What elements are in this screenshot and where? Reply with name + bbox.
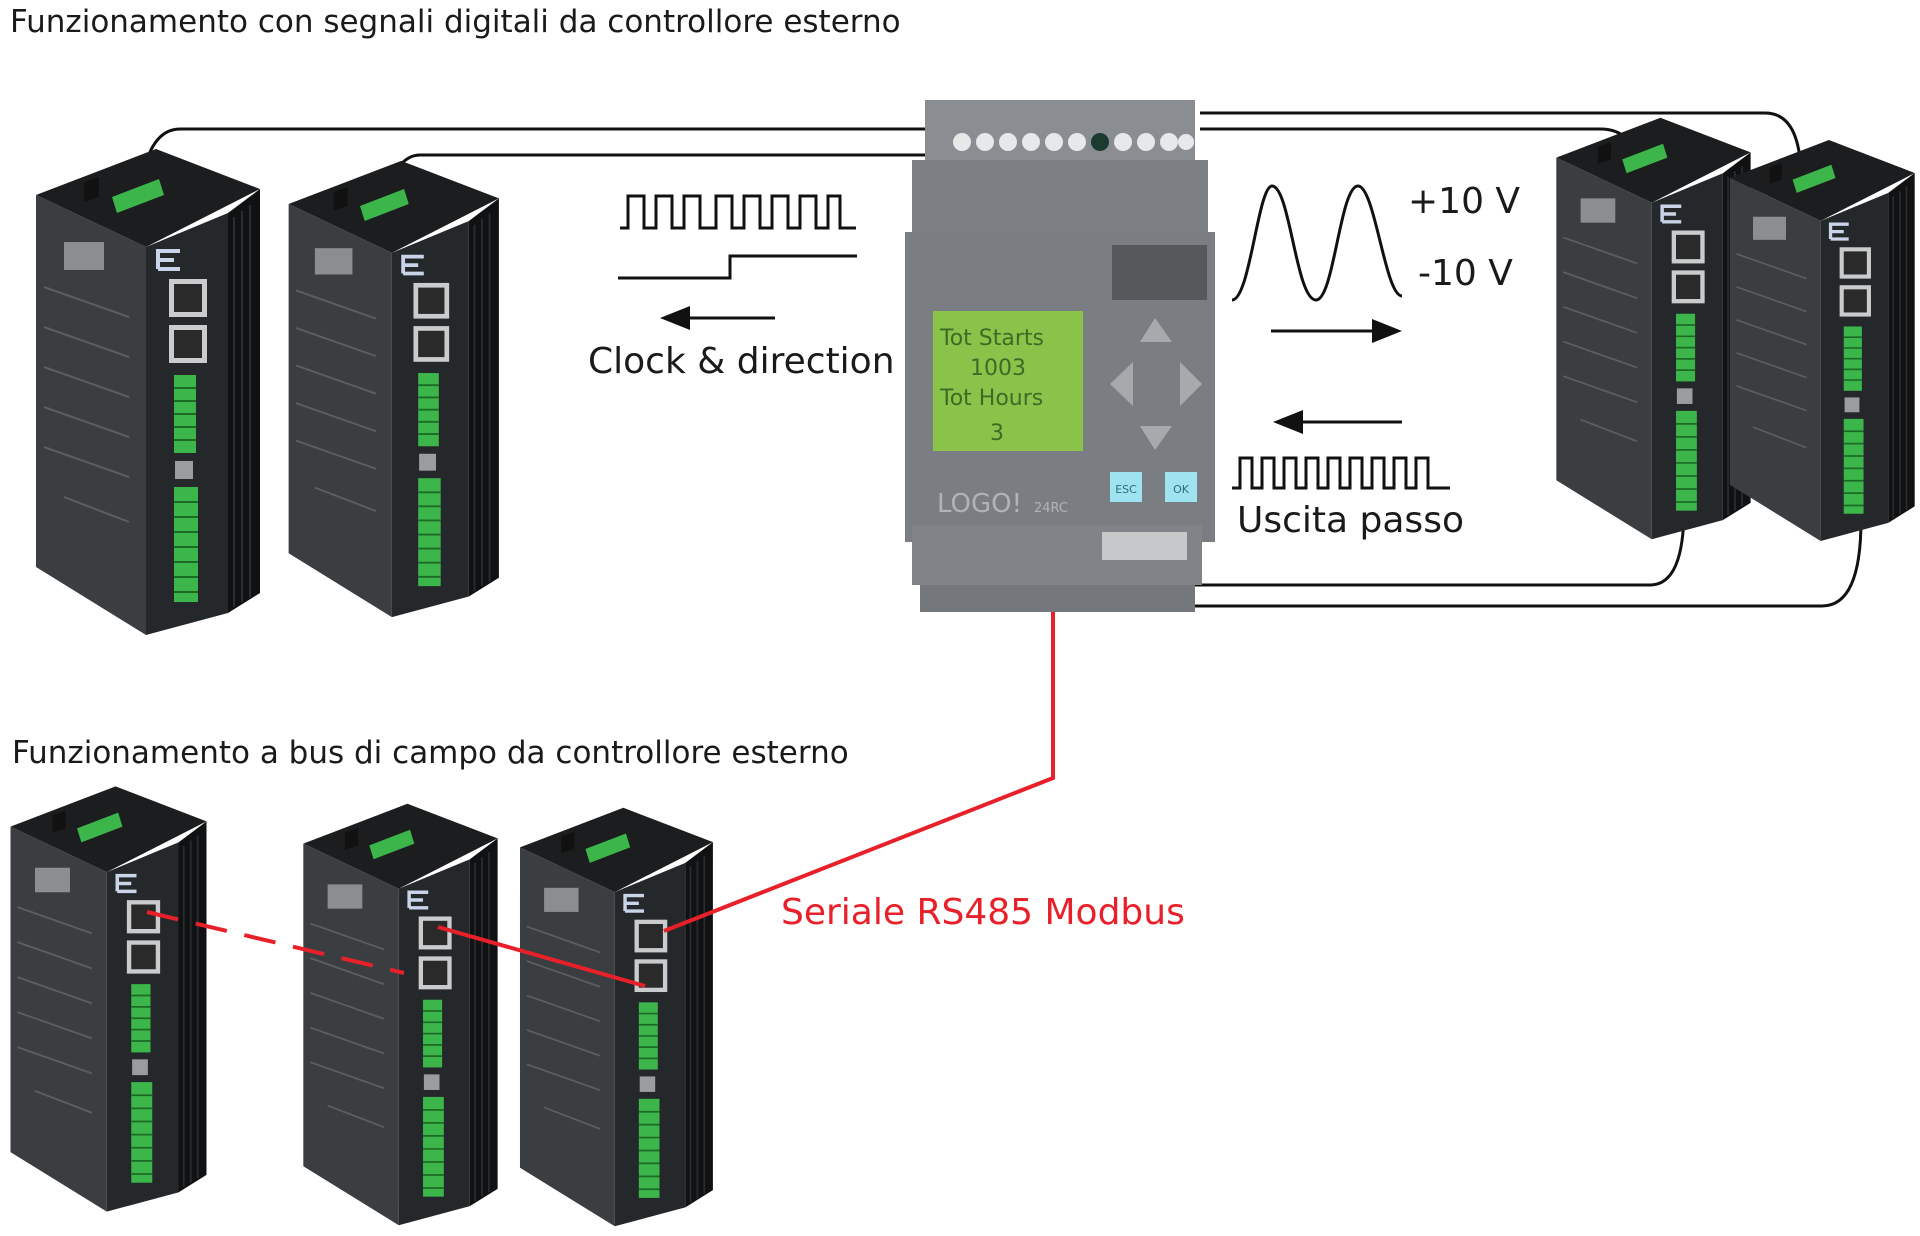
plc-lcd-display <box>933 311 1083 451</box>
arrow-up-key[interactable] <box>1140 318 1172 342</box>
clock-direction-waveform <box>618 194 857 280</box>
drive-unit-4 <box>1728 138 1917 543</box>
arrow-right-analog <box>1271 319 1402 343</box>
arrow-right-key[interactable] <box>1180 362 1202 406</box>
section-title-fieldbus: Funzionamento a bus di campo da controll… <box>12 735 849 771</box>
lcd-line-3: Tot Hours <box>939 386 1043 411</box>
lcd-line-2: 1003 <box>970 356 1026 381</box>
plc-model: 24RC <box>1034 501 1068 516</box>
plc-brand: LOGO! <box>937 489 1022 519</box>
lcd-line-4: 3 <box>990 421 1004 446</box>
plc-controller: Tot Starts 1003 Tot Hours 3 ESC OK LOGO!… <box>905 100 1215 612</box>
drive-unit-2 <box>286 159 501 619</box>
rs485-bus-lines <box>146 612 1055 988</box>
bus-drive-unit-2 <box>301 802 500 1227</box>
drive-unit-1 <box>34 147 262 637</box>
clock-direction-label: Clock & direction <box>588 341 895 382</box>
serial-rs485-label: Seriale RS485 Modbus <box>781 892 1185 933</box>
arrow-left-clock <box>660 306 775 330</box>
arrow-left-key[interactable] <box>1110 362 1133 406</box>
bus-drive-unit-3 <box>518 806 715 1228</box>
section-title-digital: Funzionamento con segnali digitali da co… <box>10 4 901 40</box>
drive-unit-3 <box>1554 116 1753 541</box>
lcd-line-1: Tot Starts <box>939 326 1044 351</box>
esc-key[interactable] <box>1110 472 1142 502</box>
minus-10v-label: -10 V <box>1418 253 1513 294</box>
arrow-down-key[interactable] <box>1140 426 1172 450</box>
esc-key-label: ESC <box>1115 483 1137 496</box>
step-output-waveform <box>1232 456 1450 490</box>
ok-key-label: OK <box>1173 483 1190 496</box>
ok-key[interactable] <box>1165 472 1197 502</box>
plc-input-terminals <box>953 133 1194 151</box>
arrow-left-step <box>1273 410 1402 434</box>
bus-drive-unit-1 <box>8 784 209 1214</box>
plus-10v-label: +10 V <box>1408 181 1520 222</box>
analog-sine-waveform <box>1231 184 1403 302</box>
step-output-label: Uscita passo <box>1237 500 1464 541</box>
